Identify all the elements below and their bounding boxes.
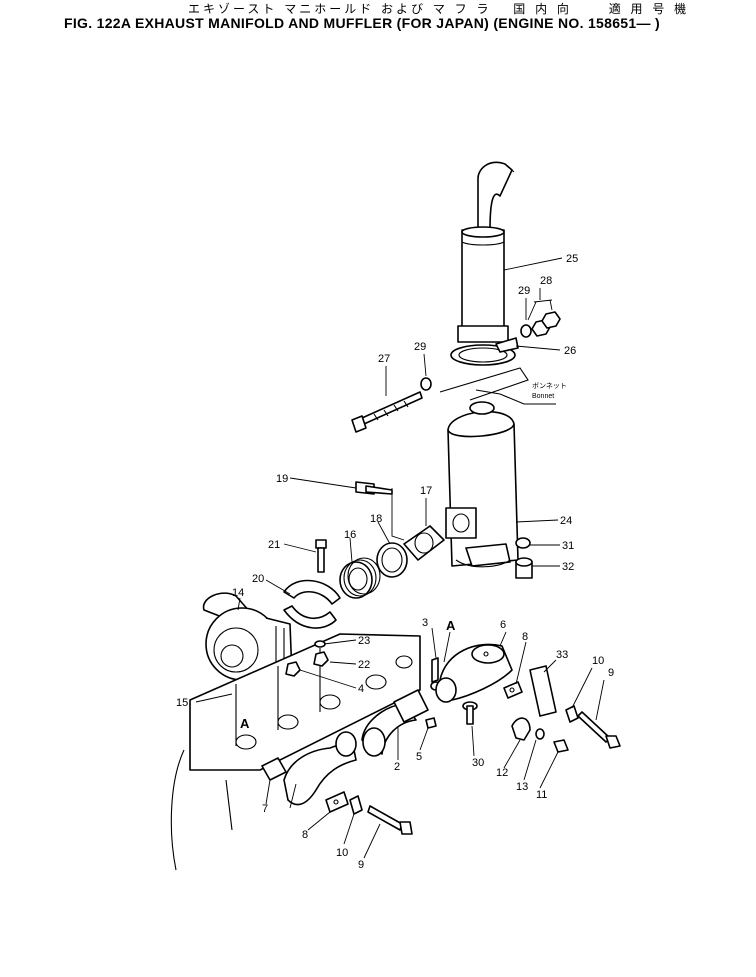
bonnet-label: Bonnet	[532, 393, 554, 400]
nut-and-washer	[520, 311, 561, 338]
seal-ring	[376, 542, 408, 578]
callout-14: 14	[232, 587, 244, 599]
bolt-30	[462, 701, 478, 725]
callout-5: 5	[416, 751, 422, 763]
engine-block	[170, 633, 421, 871]
bolt-5	[425, 717, 437, 729]
bolt-11	[553, 739, 569, 753]
callout-6: 6	[500, 619, 506, 631]
bolt-9-upper	[577, 711, 621, 749]
callout-13: 13	[516, 781, 528, 793]
callout-28: 28	[540, 275, 552, 287]
bonnet-label-jp: ボンネット	[532, 382, 567, 390]
washer	[420, 377, 432, 391]
bracket	[529, 665, 557, 717]
callout-8-lower: 8	[302, 829, 308, 841]
bolt-21	[315, 539, 327, 573]
callout-26: 26	[564, 345, 576, 357]
callout-11: 11	[536, 789, 547, 801]
nut-and-spacer	[515, 537, 533, 579]
callout-9-upper: 9	[608, 667, 614, 679]
callout-12: 12	[496, 767, 508, 779]
muffler	[445, 401, 519, 568]
callout-31: 31	[562, 540, 574, 552]
callouts: 25 28 29 26 27 29 19 17 18 24 21 16 31 3…	[176, 253, 614, 871]
callout-23: 23	[358, 635, 370, 647]
callout-8-upper: 8	[522, 631, 528, 643]
callout-29-lower: 29	[414, 341, 426, 353]
callout-27: 27	[378, 353, 390, 365]
callout-9-lower: 9	[358, 859, 364, 871]
bolt-9-lower	[367, 805, 413, 835]
stud-nut-washer	[285, 640, 329, 677]
bonnet-panel	[439, 367, 556, 405]
callout-2: 2	[394, 761, 400, 773]
callout-22: 22	[358, 659, 370, 671]
callout-19: 19	[276, 473, 288, 485]
callout-7: 7	[262, 803, 268, 815]
callout-17: 17	[420, 485, 432, 497]
callout-4: 4	[358, 683, 364, 695]
washer-13	[535, 728, 545, 740]
callout-3: 3	[422, 617, 428, 629]
pipe-clamp	[511, 717, 531, 741]
callout-21: 21	[268, 539, 280, 551]
long-bolt	[351, 391, 423, 433]
callout-25: 25	[566, 253, 578, 265]
callout-10-lower: 10	[336, 847, 348, 859]
callout-15: 15	[176, 697, 188, 709]
flange	[403, 525, 445, 561]
v-clamp	[283, 579, 341, 629]
clip-10-upper	[565, 705, 579, 723]
callout-30: 30	[472, 757, 484, 769]
callout-20: 20	[252, 573, 264, 585]
reference-mark-a-engine: A	[240, 716, 250, 731]
japanese-title: エキゾースト マニホールド および マ フ ラ 国 内 向 適 用 号 機	[188, 2, 690, 16]
callout-29-upper: 29	[518, 285, 530, 297]
exhaust-manifold-front	[261, 731, 357, 806]
callout-16: 16	[344, 529, 356, 541]
callout-33: 33	[556, 649, 568, 661]
callout-18: 18	[370, 513, 382, 525]
reference-mark-a-top: A	[446, 618, 456, 633]
exhaust-pipe	[457, 161, 515, 343]
callout-32: 32	[562, 561, 574, 573]
flange-bolt	[355, 481, 393, 495]
leader-lines	[195, 257, 605, 859]
exhaust-manifold-middle	[361, 689, 429, 757]
clip-10-lower	[349, 795, 363, 815]
clamp-band	[450, 337, 519, 366]
bellows	[339, 557, 381, 599]
exhaust-elbow	[435, 643, 513, 703]
clip-lower	[325, 791, 349, 813]
figure-title: FIG. 122A EXHAUST MANIFOLD AND MUFFLER (…	[64, 15, 660, 31]
callout-24: 24	[560, 515, 572, 527]
callout-10-upper: 10	[592, 655, 604, 667]
clip-upper	[503, 681, 523, 699]
